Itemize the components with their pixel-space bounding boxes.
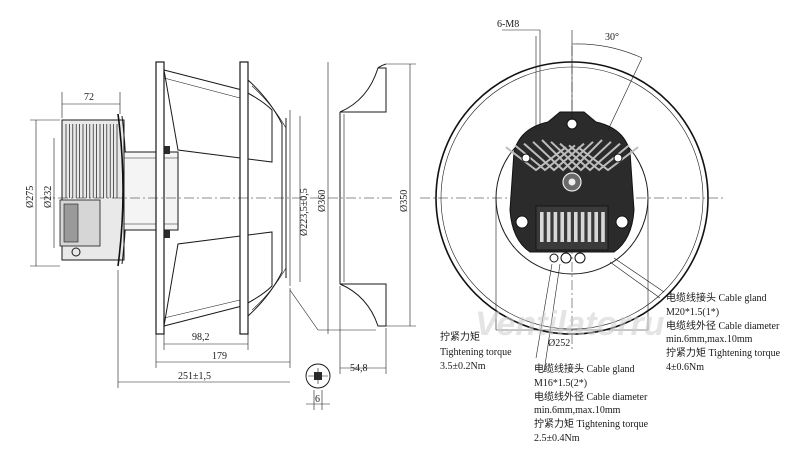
m16-spec: M16*1.5(2*) [534,378,587,389]
dim-6: 6 [315,394,320,405]
side-view: 72 Ø275 Ø232 Ø223,5±0,5 Ø360 Ø350 98,2 1… [25,61,416,410]
motor-body [59,113,179,267]
watermark: Ventilatorru [475,305,665,343]
dimension-lines [30,62,416,388]
dim-251: 251±1,5 [178,371,211,382]
dim-m8: 6-M8 [497,19,519,30]
vent-slot [567,212,571,242]
vent-slot [560,212,564,242]
vent-slot [553,212,558,242]
impeller-side [155,61,291,335]
dim-223: Ø223,5±0,5 [299,188,310,236]
vent-slot [546,212,551,242]
note-left-en: Tightening torque [440,347,512,358]
dim-350: Ø350 [399,190,410,212]
note-left-torque: 拧紧力矩 Tightening torque 3.5±0.2Nm [440,330,512,372]
note-gland-m16: 电缆线接头 Cable gland M16*1.5(2*) 电缆线外径 Cabl… [534,362,649,444]
heatsink-fin [559,142,621,172]
vent-slot [574,212,578,242]
m20-dia-val: min.6mm,max.10mm [666,334,753,345]
heatsink-fin [568,144,630,172]
dim-54: 54,8 [350,363,368,374]
vent-slot [580,212,585,242]
dim-232: Ø232 [43,186,54,208]
front-view: 6-M8 30° Ø252 [420,19,724,373]
dim-72: 72 [84,92,94,103]
m16-title: 电缆线接头 Cable gland [534,362,635,375]
heatsink-fin [550,141,612,172]
m16-torque-val: 2.5±0.4Nm [534,433,580,444]
vent-slot [587,212,592,242]
note-left-val: 3.5±0.2Nm [440,361,486,372]
m20-title: 电缆线接头 Cable gland [666,291,767,304]
m20-dia-label: 电缆线外径 Cable diameter [666,319,780,332]
dim-275: Ø275 [25,186,36,208]
dim-98: 98,2 [192,332,210,343]
dim-360: Ø360 [317,190,328,212]
m20-spec: M20*1.5(1*) [666,307,719,318]
vent-slot [540,212,544,242]
dim-252: Ø252 [548,338,570,349]
inlet-ring [339,63,387,327]
note-gland-m20: 电缆线接头 Cable gland M20*1.5(1*) 电缆线外径 Cabl… [666,291,781,373]
m16-dia-label: 电缆线外径 Cable diameter [534,390,648,403]
m20-torque-label: 拧紧力矩 Tightening torque [666,346,781,359]
dim-angle: 30° [605,32,619,43]
heatsink-fin [541,139,603,172]
vent-slot [601,212,605,242]
heatsink-fin [523,142,585,172]
dim-179: 179 [212,351,227,362]
vent-slot [594,212,598,242]
note-left-cn: 拧紧力矩 [440,330,480,343]
heatsink-fin [577,146,639,172]
m16-dia-val: min.6mm,max.10mm [534,405,621,416]
motor-front [505,111,639,264]
m20-torque-val: 4±0.6Nm [666,362,704,373]
detail-symbol [305,363,331,410]
m16-torque-label: 拧紧力矩 Tightening torque [534,417,649,430]
